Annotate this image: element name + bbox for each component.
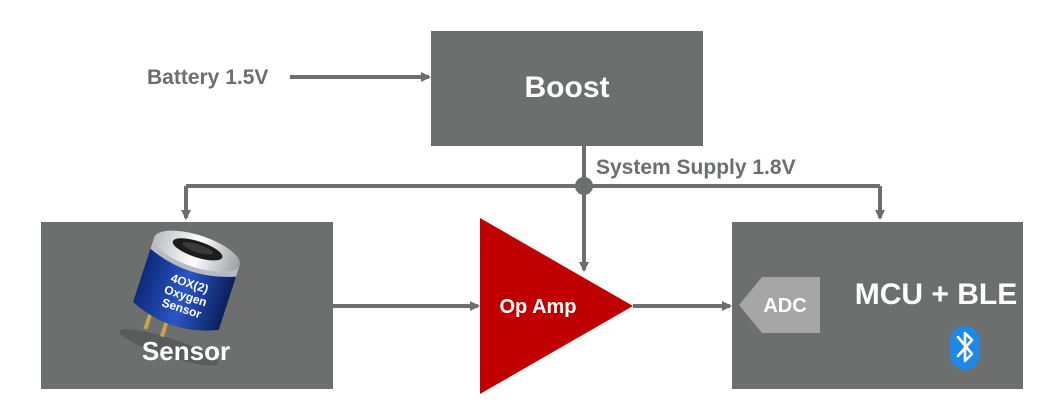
battery-label: Battery 1.5V — [147, 66, 268, 89]
bluetooth-icon — [950, 326, 980, 370]
adc-label: ADC — [763, 295, 806, 317]
op-amp-label: Op Amp — [499, 296, 576, 318]
boost-label: Boost — [525, 71, 610, 104]
sensor-label: Sensor — [142, 336, 230, 366]
oxygen-sensor-icon: 4OX(2) Oxygen Sensor — [119, 230, 241, 366]
system-supply-label: System Supply 1.8V — [596, 156, 796, 179]
op-amp-triangle — [480, 218, 633, 394]
adc-block — [739, 277, 820, 333]
boost-block — [431, 31, 703, 146]
mcu-ble-label: MCU + BLE — [855, 278, 1018, 311]
